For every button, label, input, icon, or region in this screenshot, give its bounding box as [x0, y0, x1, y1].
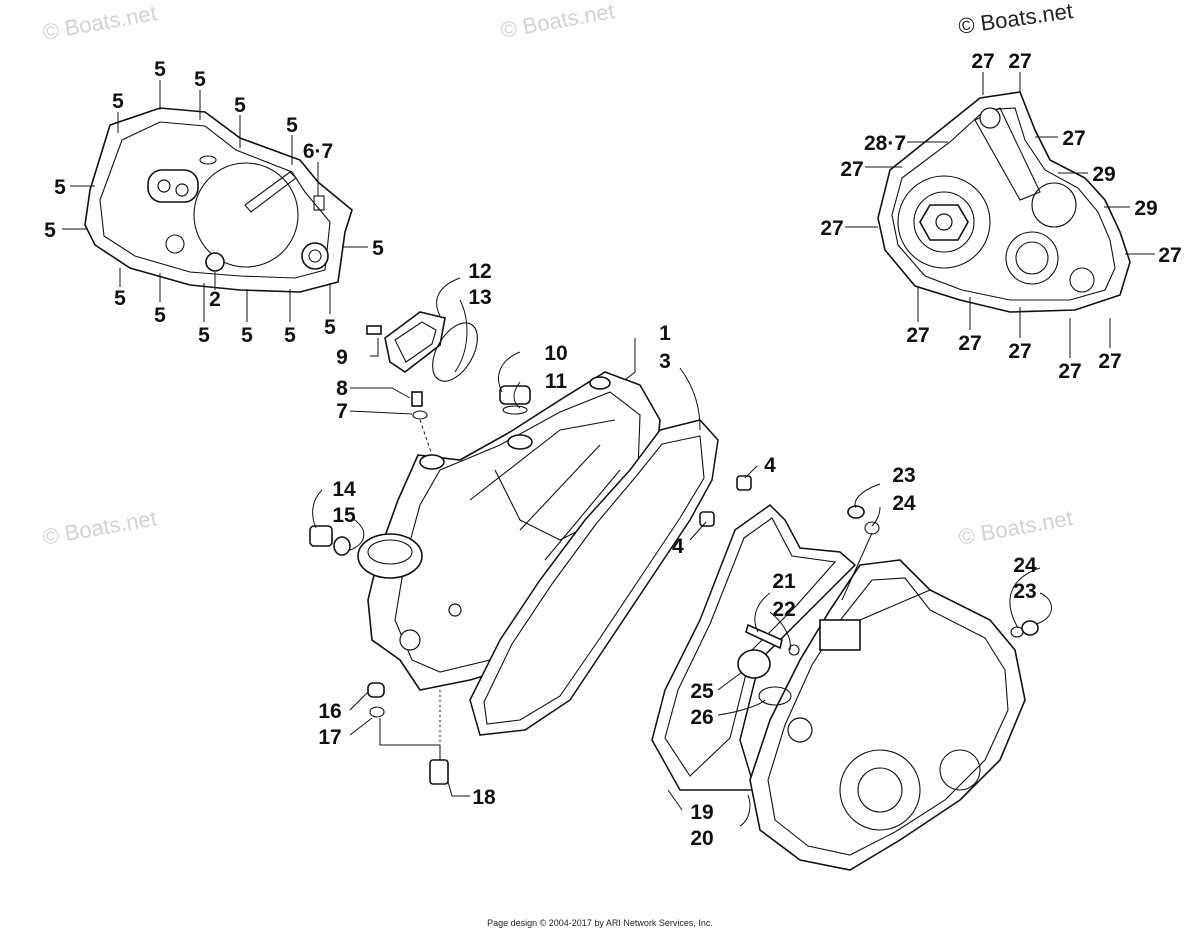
washer [788, 644, 800, 656]
leader-lines [62, 72, 1155, 827]
callout-5: 5 [194, 68, 206, 91]
seal-ring [758, 686, 792, 706]
callout-5: 5 [54, 176, 66, 199]
callout-5: 5 [154, 58, 166, 81]
stator-cover [877, 91, 1131, 313]
callout-25: 25 [690, 680, 714, 703]
callout-26: 26 [690, 706, 713, 729]
callout-5: 5 [241, 324, 253, 347]
callout-6-7: 6·7 [303, 140, 333, 163]
plug [737, 649, 771, 679]
callout-27: 27 [1098, 350, 1121, 373]
callout-5: 5 [198, 324, 210, 347]
callout-5: 5 [112, 90, 124, 113]
callout-17: 17 [318, 726, 341, 749]
callout-24: 24 [1013, 554, 1037, 577]
gearcase-cover [367, 371, 661, 691]
callout-4: 4 [764, 454, 776, 477]
callout-27: 27 [1058, 360, 1081, 383]
gasket [651, 504, 857, 791]
callout-27: 27 [971, 50, 994, 73]
callout-27: 27 [1062, 127, 1085, 150]
washer [864, 521, 880, 535]
callout-27: 27 [1158, 244, 1181, 267]
dowel-pin [699, 511, 715, 527]
callout-18: 18 [472, 786, 496, 809]
bolt [745, 623, 783, 650]
gasket [469, 419, 719, 736]
callout-12: 12 [468, 260, 491, 283]
callout-5: 5 [234, 94, 246, 117]
callout-27: 27 [1008, 50, 1031, 73]
callout-8: 8 [336, 377, 348, 400]
plug [847, 505, 865, 519]
sensor [429, 759, 449, 785]
callout-labels: 5 5 5 5 5 6·7 5 5 5 2 5 5 5 5 5 5 27 27 … [44, 50, 1182, 850]
dowel-pin [736, 475, 752, 491]
crankcase [749, 559, 1026, 871]
callout-21: 21 [772, 570, 796, 593]
callout-10: 10 [544, 342, 567, 365]
callout-1: 1 [659, 322, 671, 345]
callout-23: 23 [1013, 580, 1036, 603]
clutch-cover [84, 107, 353, 293]
sensor-plug [367, 682, 385, 698]
callout-27: 27 [958, 332, 981, 355]
callout-24: 24 [892, 492, 916, 515]
callout-11: 11 [545, 370, 568, 393]
callout-13: 13 [468, 286, 491, 309]
callout-28-7: 28·7 [864, 132, 906, 155]
callout-3: 3 [659, 350, 671, 373]
callout-9: 9 [336, 346, 348, 369]
callout-27: 27 [1008, 340, 1031, 363]
callout-22: 22 [772, 598, 795, 621]
callout-4: 4 [672, 535, 684, 558]
drain-plug-assembly [309, 525, 423, 579]
washer [369, 706, 385, 718]
callout-27: 27 [820, 217, 843, 240]
fill-cap [499, 385, 531, 415]
bolt-washer [411, 391, 433, 456]
callout-5: 5 [324, 316, 336, 339]
callout-19: 19 [690, 801, 713, 824]
callout-20: 20 [690, 827, 713, 850]
callout-23: 23 [892, 464, 915, 487]
callout-16: 16 [318, 700, 341, 723]
plug [1021, 620, 1039, 636]
callout-27: 27 [906, 324, 929, 347]
callout-5: 5 [284, 324, 296, 347]
callout-15: 15 [332, 504, 356, 527]
page-footer: Page design © 2004-2017 by ARI Network S… [487, 918, 713, 928]
callout-5: 5 [286, 114, 298, 137]
callout-29: 29 [1134, 197, 1157, 220]
callout-5: 5 [114, 287, 126, 310]
callout-29: 29 [1092, 163, 1115, 186]
callout-14: 14 [332, 478, 356, 501]
callout-5: 5 [44, 219, 56, 242]
callout-2: 2 [209, 288, 221, 311]
callout-7: 7 [336, 400, 348, 423]
callout-27: 27 [840, 158, 863, 181]
callout-5: 5 [372, 237, 384, 260]
callout-5: 5 [154, 304, 166, 327]
cover-plate [366, 311, 478, 382]
washer [1010, 626, 1024, 638]
